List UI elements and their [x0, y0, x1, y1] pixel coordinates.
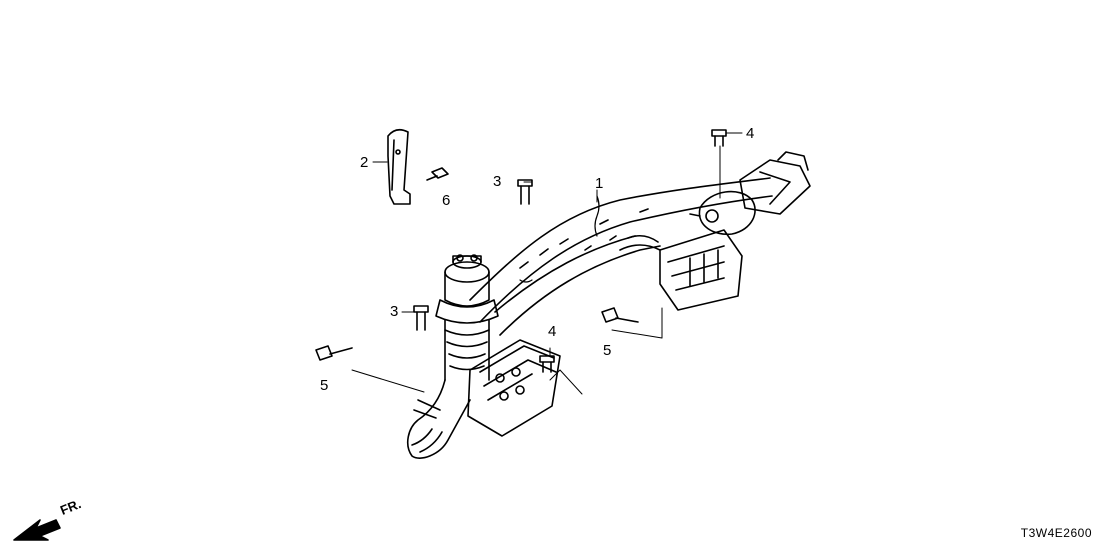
callout-1: 1 — [595, 175, 604, 192]
diagram-code: T3W4E2600 — [1020, 526, 1092, 540]
bolt-5-right — [601, 307, 639, 323]
callout-2: 2 — [360, 154, 369, 171]
bolt-4-low — [539, 355, 555, 373]
left-connector — [435, 254, 499, 381]
bolt-5-left — [315, 345, 353, 361]
bolt-4-top — [711, 129, 727, 147]
callout-5-left: 5 — [320, 377, 329, 394]
callout-5-right: 5 — [603, 342, 612, 359]
lower-harness-end — [406, 379, 471, 459]
bracket — [387, 128, 411, 205]
bolt-6 — [426, 167, 449, 181]
wire-harness-tube — [469, 177, 773, 336]
callout-3-mid: 3 — [390, 303, 399, 320]
callout-3-top: 3 — [493, 173, 502, 190]
leader-lines — [351, 132, 743, 395]
right-connector — [619, 229, 743, 311]
callout-6: 6 — [442, 192, 451, 209]
front-direction-arrow — [13, 519, 61, 541]
bolt-3-top — [517, 179, 533, 205]
callout-4-top: 4 — [746, 125, 755, 142]
upper-connector — [689, 151, 811, 235]
lower-connector — [467, 339, 561, 437]
callout-4-low: 4 — [548, 323, 557, 340]
bolt-3-mid — [413, 305, 429, 331]
